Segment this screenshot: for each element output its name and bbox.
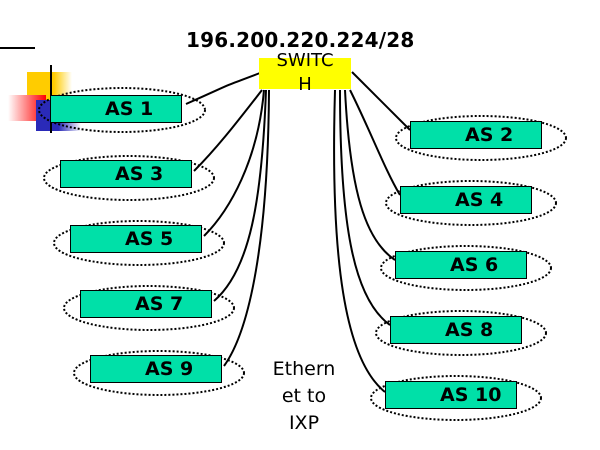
as-1-dotted-ellipse (38, 87, 206, 133)
as-7-label: AS 7 (135, 293, 184, 315)
as-5-node (70, 225, 202, 253)
as-7-dotted-ellipse (63, 285, 235, 331)
as-3-dotted-ellipse (43, 155, 215, 201)
link-switch-to-as-7 (213, 89, 267, 302)
as-9-node (90, 355, 222, 383)
link-switch-to-as-1 (185, 72, 261, 105)
ethernet-label-line3: IXP (288, 412, 320, 434)
as-7-node (80, 290, 212, 318)
link-switch-to-as-9 (223, 89, 270, 367)
as-5-dotted-ellipse (53, 220, 225, 266)
as-8-label: AS 8 (445, 319, 494, 341)
link-switch-to-as-3 (193, 89, 263, 172)
as-2-dotted-ellipse (395, 115, 567, 161)
ethernet-ixp-label: Ethern et to IXP (264, 356, 344, 437)
as-9-dotted-ellipse (73, 350, 245, 396)
link-switch-to-as-6 (344, 89, 396, 261)
ethernet-label-line1: Ethern (272, 358, 336, 380)
as-2-node (410, 121, 542, 149)
as-6-node (395, 251, 527, 279)
as-10-label: AS 10 (440, 384, 502, 406)
as-10-node (385, 381, 517, 409)
as-4-node (400, 186, 532, 214)
as-6-dotted-ellipse (380, 245, 552, 291)
as-3-node (60, 160, 192, 188)
as-4-label: AS 4 (455, 189, 504, 211)
switch-label: SWITC H (259, 49, 351, 97)
link-switch-to-as-5 (203, 89, 265, 237)
link-switch-to-as-2 (351, 71, 411, 131)
as-1-label: AS 1 (105, 98, 154, 120)
as-4-dotted-ellipse (385, 180, 557, 226)
as-8-dotted-ellipse (375, 310, 547, 356)
as-3-label: AS 3 (115, 163, 164, 185)
as-9-label: AS 9 (145, 358, 194, 380)
subnet-label: 196.200.220.224/28 (186, 28, 415, 52)
as-5-label: AS 5 (125, 228, 174, 250)
switch-label-line2: H (298, 74, 312, 95)
as-8-node (390, 316, 522, 344)
switch-label-line1: SWITC (276, 50, 334, 71)
link-switch-to-as-10 (333, 89, 386, 393)
link-switch-to-as-8 (339, 89, 391, 326)
as-1-node (50, 95, 182, 123)
as-6-label: AS 6 (450, 254, 499, 276)
ethernet-label-line2: et to (281, 385, 327, 407)
as-10-dotted-ellipse (370, 375, 542, 421)
switch-box (259, 58, 351, 89)
link-switch-to-as-4 (349, 89, 401, 196)
as-2-label: AS 2 (465, 124, 514, 146)
